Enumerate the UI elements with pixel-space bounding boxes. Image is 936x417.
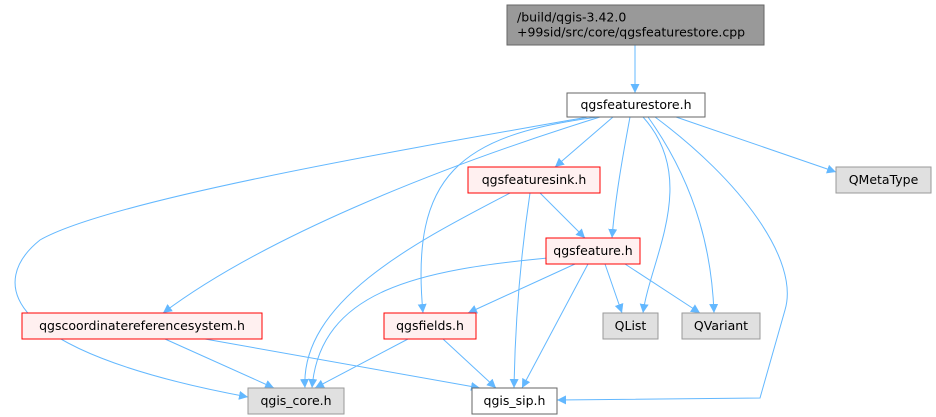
edge-featurestore_h-to-qvariant [647, 116, 719, 314]
node-qvariant: QVariant [681, 312, 761, 340]
node-label: qgsfeaturesink.h [482, 172, 587, 187]
node-qlist: QList [602, 312, 659, 340]
edge-feature_h-to-qgis_sip_h [521, 263, 589, 389]
node-box [506, 4, 765, 46]
edge-featurestore_h-to-qgis_core_h [14, 116, 589, 400]
edge-featurestore_h-to-qgis_sip_h [556, 116, 788, 405]
node-box [383, 312, 477, 340]
node-label: qgsfields.h [396, 318, 464, 333]
node-box [247, 387, 345, 415]
node-box [545, 237, 641, 265]
node-box [467, 166, 601, 194]
node-label: qgsfeaturestore.h [580, 97, 691, 112]
edge-featuresink_h-to-qgis_core_h [300, 192, 511, 389]
node-qmetatype: QMetaType [835, 166, 932, 194]
edge-crs_h-to-qgis_sip_h [204, 338, 481, 391]
node-box [21, 312, 263, 340]
node-crs_h[interactable]: qgscoordinatereferencesystem.h [21, 312, 263, 340]
node-label: +99sid/src/core/qgsfeaturestore.cpp [517, 25, 745, 40]
node-label: qgsfeature.h [553, 243, 632, 258]
edge-crs_h-to-qgis_core_h [164, 338, 275, 389]
node-featuresink_h[interactable]: qgsfeaturesink.h [467, 166, 601, 194]
node-label: /build/qgis-3.42.0 [517, 10, 626, 25]
node-box [835, 166, 932, 194]
node-label: QList [615, 318, 647, 333]
edge-fields_h-to-qgis_core_h [314, 338, 409, 389]
nodes: /build/qgis-3.42.0+99sid/src/core/qgsfea… [21, 4, 932, 415]
node-box [566, 92, 706, 118]
node-qgis_core_h: qgis_core.h [247, 387, 345, 415]
edge-featurestore_h-to-fields_h [417, 116, 599, 314]
node-box [602, 312, 659, 340]
node-label: QMetaType [849, 172, 919, 187]
node-qgis_sip_h[interactable]: qgis_sip.h [471, 387, 558, 415]
edge-fields_h-to-qgis_sip_h [442, 338, 497, 389]
edge-featuresink_h-to-feature_h [539, 192, 586, 239]
edge-featurestore_h-to-qmetatype [675, 116, 837, 174]
edges [14, 45, 837, 405]
node-label: qgscoordinatereferencesystem.h [39, 318, 245, 333]
edge-featurestore_h-to-feature_h [608, 116, 631, 239]
node-box [681, 312, 761, 340]
edge-feature_h-to-qvariant [624, 263, 701, 314]
edge-featurestore_h-to-qlist [639, 116, 671, 314]
node-feature_h[interactable]: qgsfeature.h [545, 237, 641, 265]
edge-feature_h-to-fields_h [467, 263, 576, 314]
edge-featurestore_h-to-crs_h [162, 116, 601, 314]
node-label: qgis_core.h [260, 393, 331, 408]
edge-featurestore_h-to-featuresink_h [554, 116, 614, 168]
edge-feature_h-to-qlist [604, 263, 624, 314]
node-root[interactable]: /build/qgis-3.42.0+99sid/src/core/qgsfea… [506, 4, 765, 46]
node-featurestore_h[interactable]: qgsfeaturestore.h [566, 92, 706, 118]
edge-feature_h-to-qgis_core_h [308, 257, 549, 389]
node-box [471, 387, 558, 415]
edge-featuresink_h-to-qgis_sip_h [509, 192, 531, 389]
node-label: QVariant [694, 318, 748, 333]
node-fields_h[interactable]: qgsfields.h [383, 312, 477, 340]
node-label: qgis_sip.h [484, 393, 546, 408]
